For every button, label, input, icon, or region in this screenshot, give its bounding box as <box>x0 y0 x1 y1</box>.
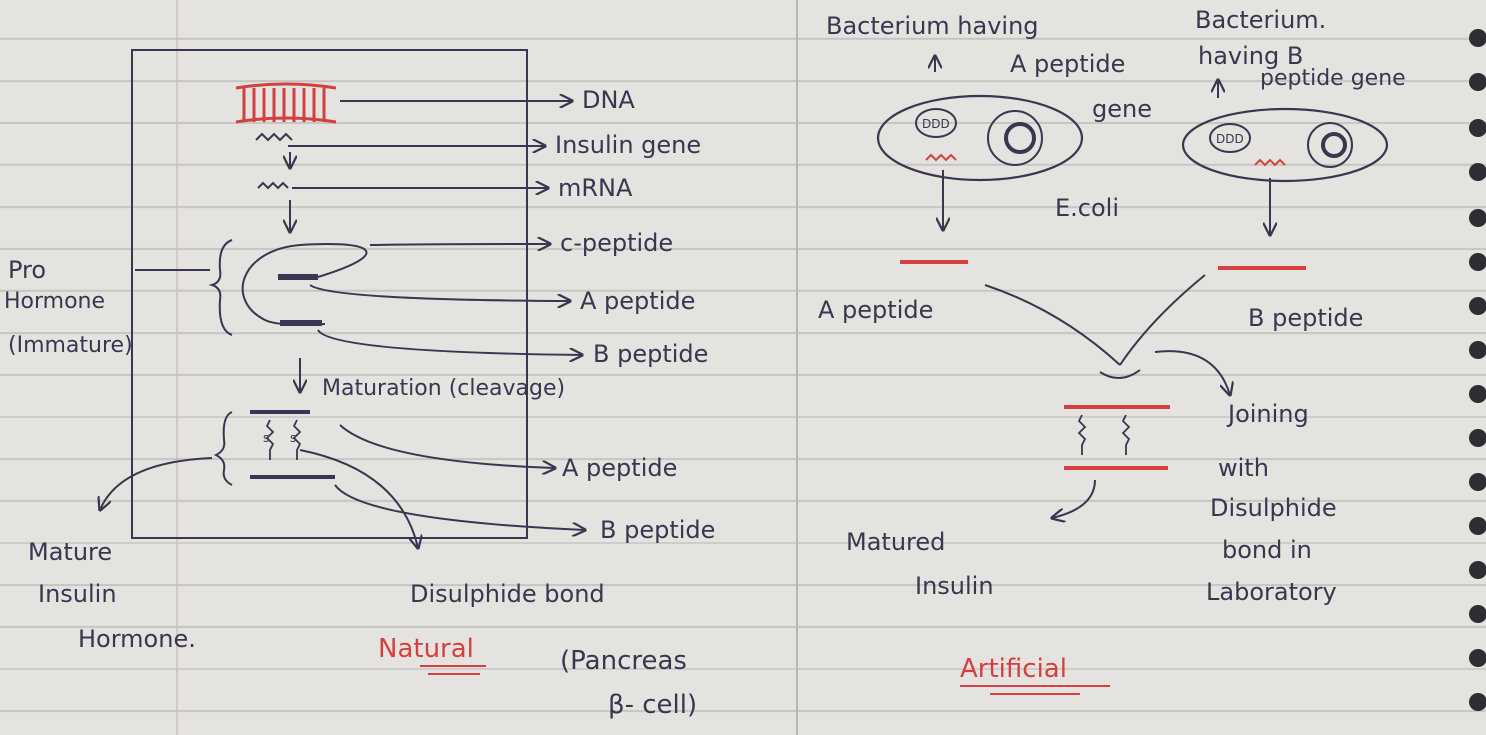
a-peptide-gene-label: A peptide <box>1010 52 1125 76</box>
mature-insulin-label-1: Mature <box>28 540 112 564</box>
insulin-gene-label: Insulin gene <box>555 133 701 157</box>
maturation-label: Maturation (cleavage) <box>322 378 565 400</box>
joining-label-3: Disulphide <box>1210 496 1337 520</box>
svg-text:DDD: DDD <box>922 117 950 131</box>
matured-insulin-label-1: Matured <box>846 530 945 554</box>
pro-hormone-label-2: Hormone <box>4 291 105 313</box>
joining-label-1: Joining <box>1228 402 1309 426</box>
matured-insulin-label-2: Insulin <box>915 574 994 598</box>
disulphide-bond-label: Disulphide bond <box>410 582 605 606</box>
insulin-gene-icon <box>256 134 292 140</box>
pancreas-label: (Pancreas <box>560 648 687 674</box>
beta-cell-label: β- cell) <box>608 692 697 718</box>
a-peptide-label-art: A peptide <box>818 298 933 322</box>
dna-icon <box>236 84 336 122</box>
joining-label-2: with <box>1218 456 1269 480</box>
cell-box <box>132 50 527 538</box>
b-peptide-label-1: B peptide <box>593 342 708 366</box>
svg-text:s: s <box>263 431 269 445</box>
gene-label: gene <box>1092 97 1152 121</box>
artificial-heading: Artificial <box>960 656 1067 682</box>
a-peptide-label-2: A peptide <box>562 456 677 480</box>
svg-text:DDD: DDD <box>1216 132 1244 146</box>
bacterium-a-label: Bacterium having <box>826 14 1039 38</box>
svg-text:s: s <box>290 431 296 445</box>
b-peptide-label-2: B peptide <box>600 518 715 542</box>
mrna-label: mRNA <box>558 176 632 200</box>
joining-label-5: Laboratory <box>1206 580 1337 604</box>
a-peptide-label-1: A peptide <box>580 289 695 313</box>
joining-label-4: bond in <box>1222 538 1312 562</box>
mature-insulin-label-3: Hormone. <box>78 627 196 651</box>
bacterium-b-label-2: having B <box>1198 44 1303 68</box>
natural-heading: Natural <box>378 636 474 662</box>
spiral-binding <box>1469 29 1486 711</box>
c-peptide-label: c-peptide <box>560 231 673 255</box>
pro-hormone-label-3: (Immature) <box>8 335 133 357</box>
bacterium-b-label-3: peptide gene <box>1260 68 1406 90</box>
dna-label: DNA <box>582 88 635 112</box>
pro-hormone-loop <box>243 244 367 324</box>
bacterium-a <box>878 96 1082 180</box>
pro-hormone-label-1: Pro <box>8 258 46 282</box>
ecoli-label: E.coli <box>1055 196 1119 220</box>
mature-insulin-label-2: Insulin <box>38 582 117 606</box>
b-peptide-label-art: B peptide <box>1248 306 1363 330</box>
mrna-icon <box>258 183 288 188</box>
bacterium-b-label-1: Bacterium. <box>1195 8 1326 32</box>
